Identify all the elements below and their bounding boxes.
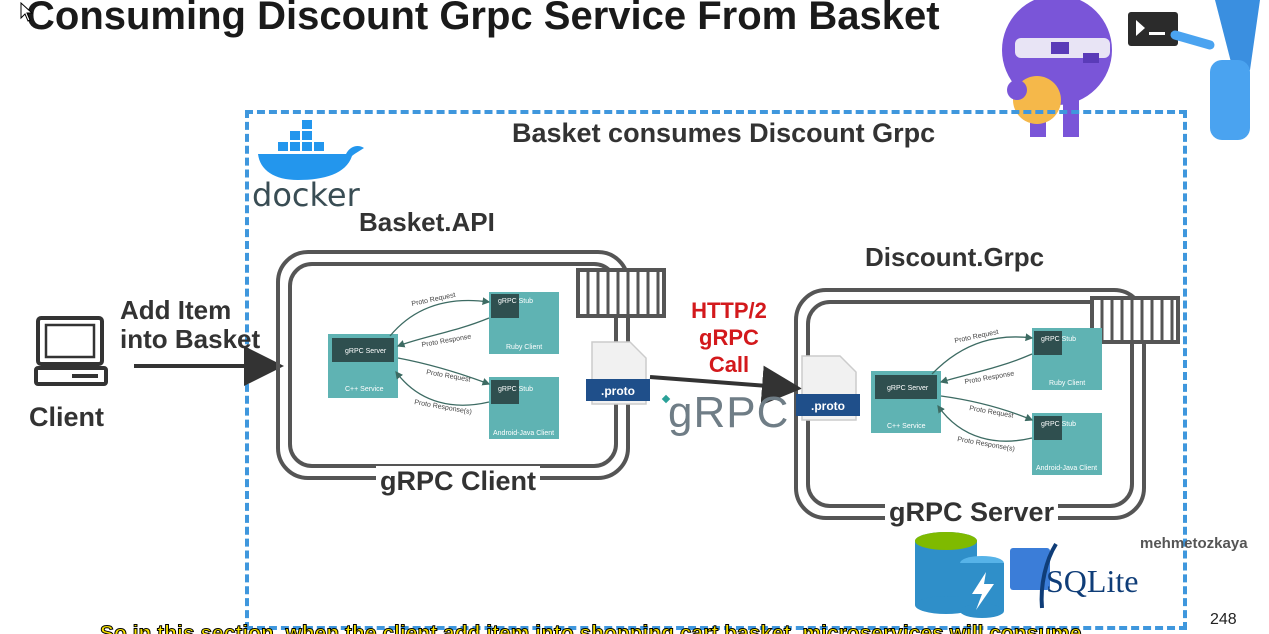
add-item-label: Add Item into Basket: [120, 296, 260, 354]
http2-grpc-call-label: HTTP/2 gRPC Call: [676, 297, 782, 378]
discount-inner-stub1-text: gRPC Stub: [1041, 336, 1076, 343]
basket-proto-responses: Proto Response(s): [414, 399, 473, 416]
client-computer-icon: [34, 316, 108, 386]
basket-inner-stub1-text: gRPC Stub: [498, 298, 533, 305]
video-subtitle: So in this section, when the client add …: [100, 622, 1082, 634]
basket-inner-service-text: C++ Service: [345, 386, 384, 393]
grpc-logo-text: gRPC: [668, 388, 790, 437]
basket-inner-android-text: Android-Java Client: [493, 430, 554, 437]
slide-title: Consuming Discount Grpc Service From Bas…: [26, 0, 940, 38]
docker-whale-icon: [258, 120, 364, 180]
grpc-logo-mark: [661, 394, 671, 404]
client-label: Client: [29, 402, 105, 432]
discount-inner-grpc-diagram: [871, 328, 1102, 475]
basket-proto-file-icon: [586, 341, 650, 405]
discount-inner-service-text: C++ Service: [887, 423, 926, 430]
sqlite-logo-icon: [1010, 542, 1058, 609]
discount-proto-request-1: Proto Request: [954, 329, 999, 345]
basket-proto-label: .proto: [601, 384, 635, 398]
discount-proto-file-icon: [796, 355, 860, 421]
grpc-call-arrow: [649, 365, 802, 406]
docker-label: docker: [252, 176, 360, 214]
basket-inner-ruby-text: Ruby Client: [506, 344, 542, 351]
page-number: 248: [1210, 611, 1237, 628]
add-item-label-line1: Add Item: [120, 295, 232, 325]
basket-grille-icon: [576, 268, 666, 318]
grpc-client-label: gRPC Client: [376, 466, 541, 497]
basket-inner-server-text: gRPC Server: [345, 348, 387, 355]
discount-proto-response-1: Proto Response: [964, 370, 1015, 386]
discount-inner-ruby-text: Ruby Client: [1049, 380, 1085, 387]
discount-inner-server-text: gRPC Server: [887, 385, 929, 392]
add-item-label-line2: into Basket: [120, 324, 261, 354]
discount-grpc-title: Discount.Grpc: [865, 242, 1045, 272]
discount-grille-icon: [1090, 296, 1180, 344]
discount-inner-android-text: Android-Java Client: [1036, 465, 1097, 472]
sqlite-label: SQLite: [1046, 563, 1139, 599]
http-call-line2: gRPC: [699, 325, 759, 350]
discount-inner-stub2-text: gRPC Stub: [1041, 421, 1076, 428]
http-call-line1: HTTP/2: [691, 298, 767, 323]
discount-proto-label: .proto: [811, 399, 845, 413]
container-heading: Basket consumes Discount Grpc: [512, 118, 936, 148]
basket-proto-request-2: Proto Request: [426, 369, 471, 384]
basket-proto-response-1: Proto Response: [421, 333, 472, 349]
http-call-line3: Call: [708, 352, 750, 377]
basket-inner-grpc-diagram: [328, 292, 559, 439]
mouse-cursor-icon: [20, 2, 34, 22]
author-watermark: mehmetozkaya: [1140, 535, 1248, 552]
discount-proto-request-2: Proto Request: [969, 405, 1014, 420]
grpc-server-label: gRPC Server: [885, 497, 1059, 528]
basket-api-title: Basket.API: [359, 207, 495, 237]
basket-inner-stub2-text: gRPC Stub: [498, 386, 533, 393]
sql-database-icon: [915, 532, 1004, 618]
